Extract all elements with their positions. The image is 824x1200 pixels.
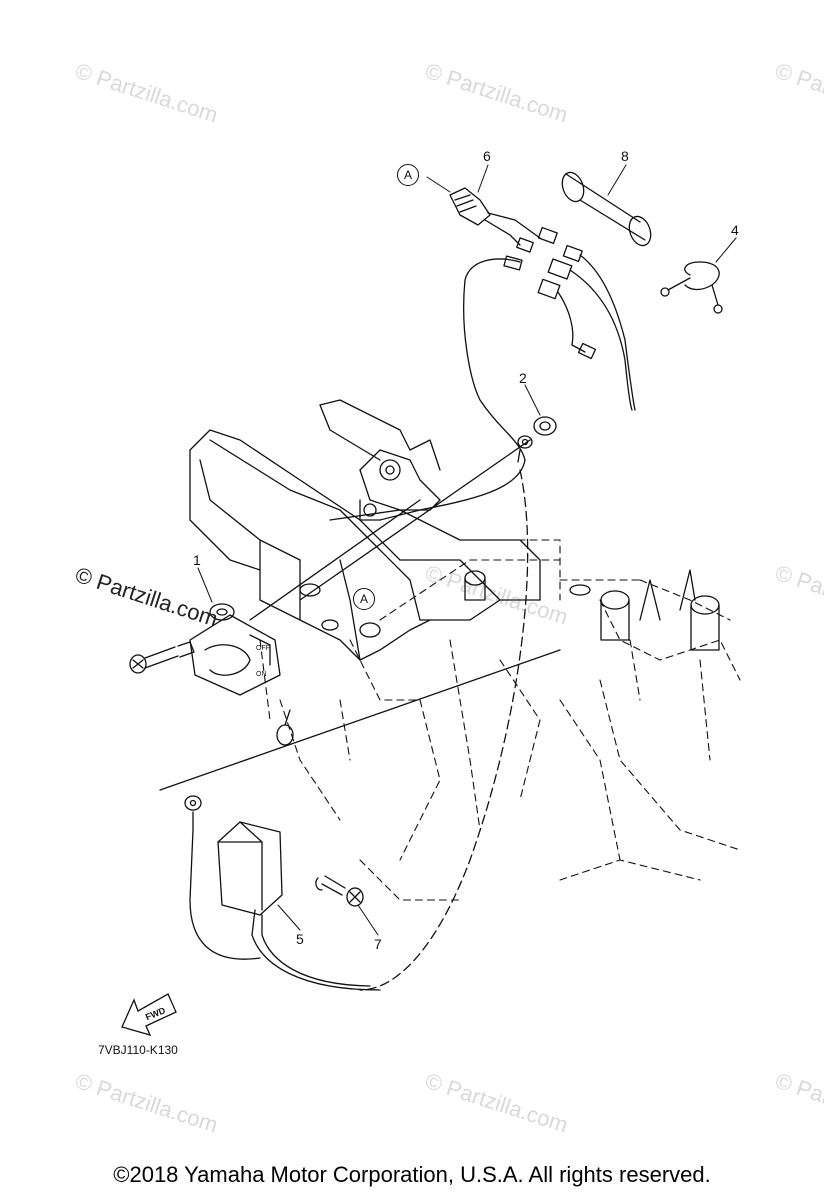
cylinder-top bbox=[600, 590, 630, 610]
copyright-notice: ©2018 Yamaha Motor Corporation, U.S.A. A… bbox=[113, 1162, 711, 1187]
svg-text:OFF: OFF bbox=[256, 645, 270, 652]
callout-1: 1 bbox=[193, 552, 201, 568]
rubber-sleeve-8 bbox=[561, 171, 652, 247]
leader-line bbox=[299, 439, 531, 601]
reference-marker-a: A bbox=[353, 588, 375, 610]
callout-7: 6 bbox=[483, 148, 491, 164]
wire-harness bbox=[379, 244, 636, 521]
nut-2 bbox=[517, 416, 557, 463]
callout-8: 8 bbox=[621, 148, 629, 164]
leader-line bbox=[249, 499, 421, 621]
throttle-pivot bbox=[319, 399, 441, 521]
reference-marker-a: A bbox=[397, 164, 419, 186]
svg-text:ON: ON bbox=[256, 671, 267, 678]
screw-left bbox=[129, 641, 195, 674]
callout-5: 5 bbox=[296, 931, 304, 947]
callout-4: 4 bbox=[731, 222, 739, 238]
main-bracket bbox=[189, 429, 541, 661]
fwd-arrow-icon: FWD bbox=[121, 993, 177, 1037]
callout-6: 7 bbox=[374, 936, 382, 952]
frame-phantom-lines bbox=[259, 539, 741, 901]
connector-7 bbox=[449, 187, 558, 461]
dashed-wire bbox=[359, 469, 529, 991]
screw-6 bbox=[315, 875, 364, 907]
diagram-code: 7VBJ110-K130 bbox=[98, 1043, 178, 1057]
cable-band-4 bbox=[660, 261, 723, 314]
control-box-5 bbox=[159, 649, 561, 991]
kill-switch: OFF ON bbox=[189, 603, 281, 696]
callout-leaders bbox=[197, 164, 737, 936]
callout-2: 2 bbox=[519, 370, 527, 386]
